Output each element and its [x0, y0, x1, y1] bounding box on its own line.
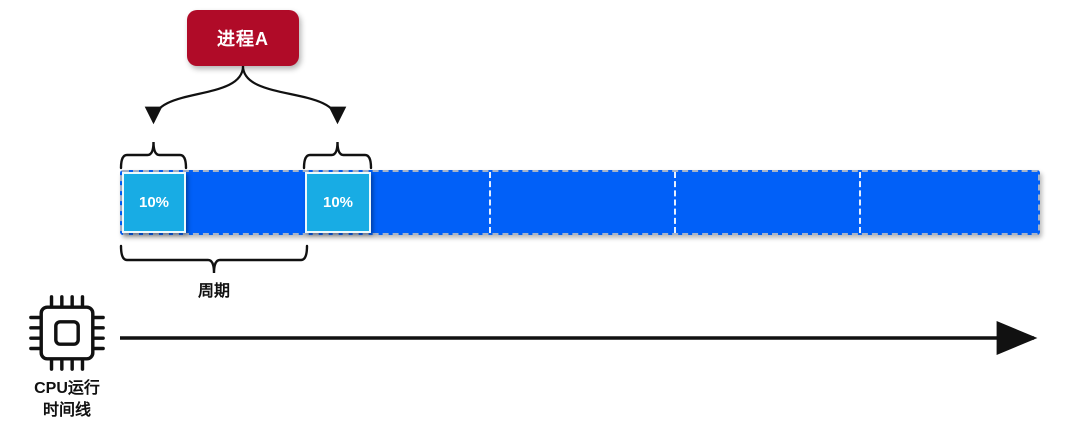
bar-divider [489, 172, 491, 233]
overbrace-right [302, 141, 373, 170]
cpu-timeline-label: CPU运行 时间线 [10, 378, 124, 422]
cpu-timeline-label-line1: CPU运行 [34, 380, 100, 397]
process-branch-arrows [144, 65, 347, 125]
bar-divider [859, 172, 861, 233]
branch-arrow-left [144, 65, 245, 125]
usage-segment-2: 10% [305, 172, 371, 233]
usage-segment-2-label: 10% [322, 194, 354, 211]
cycle-label: 周期 [197, 283, 231, 300]
process-a-box: 进程A [187, 10, 299, 66]
cpu-timeline-label-line2: 时间线 [42, 402, 91, 419]
bar-divider [674, 172, 676, 233]
process-a-label: 进程A [217, 29, 269, 49]
usage-segment-1: 10% [122, 172, 186, 233]
usage-segment-1-label: 10% [138, 194, 170, 211]
overbrace-left [119, 141, 188, 170]
cpu-chip-icon [29, 295, 105, 371]
underbrace-cycle [119, 244, 309, 274]
branch-arrow-right [241, 65, 347, 125]
cpu-usage-bar: 10% 10% [120, 170, 1040, 235]
